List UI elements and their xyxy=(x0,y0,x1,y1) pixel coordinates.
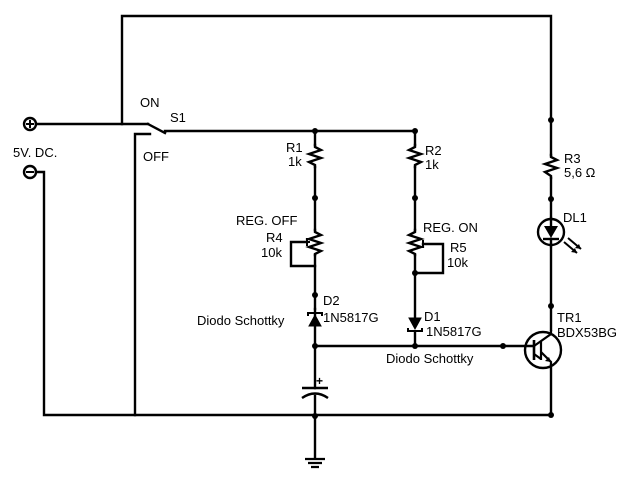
junction xyxy=(412,128,418,134)
junction xyxy=(412,343,418,349)
junction xyxy=(312,195,318,201)
junction xyxy=(548,303,554,309)
switch-lever[interactable] xyxy=(146,122,167,135)
r2-ref-label: R2 xyxy=(425,143,442,158)
r5-value-label: 10k xyxy=(447,255,468,270)
power-label: 5V. DC. xyxy=(13,145,57,160)
d1-value-label: 1N5817G xyxy=(426,324,482,339)
d2-type-label: Diodo Schottky xyxy=(197,313,285,328)
r5-label: REG. ON xyxy=(423,220,478,235)
r4-value-label: 10k xyxy=(261,245,282,260)
switch-s1[interactable] xyxy=(146,122,167,135)
wire-top-loop xyxy=(120,14,553,157)
switch-off-label: OFF xyxy=(143,149,169,164)
r3-ref-label: R3 xyxy=(564,151,581,166)
r1-ref-label: R1 xyxy=(286,140,303,155)
power-negative-terminal xyxy=(22,164,38,180)
r4-label: REG. OFF xyxy=(236,213,297,228)
junction xyxy=(412,270,418,276)
junction xyxy=(548,196,554,202)
wire-r4-wiper xyxy=(289,240,317,268)
wire-negative-return xyxy=(34,170,553,417)
d1-ref-label: D1 xyxy=(424,309,441,324)
electrolytic-capacitor xyxy=(301,386,329,400)
dl1-ref-label: DL1 xyxy=(563,210,587,225)
tr1-value-label: BDX53BG xyxy=(557,325,617,340)
potentiometer-r4 xyxy=(305,228,325,257)
r2-value-label: 1k xyxy=(425,157,439,172)
wire-off-contact xyxy=(133,132,152,417)
junction xyxy=(412,195,418,201)
led-dl1 xyxy=(536,216,582,254)
capacitor-polarity-label: + xyxy=(316,374,323,388)
resistor-r1 xyxy=(305,143,325,169)
d2-value-label: 1N5817G xyxy=(323,310,379,325)
wire-r5-wiper xyxy=(413,242,445,275)
wires xyxy=(34,14,553,460)
r4-wiper-arrow xyxy=(306,238,310,246)
resistor-r2 xyxy=(405,143,425,169)
power-positive-terminal xyxy=(22,116,38,132)
junction xyxy=(312,413,318,419)
junction xyxy=(312,343,318,349)
r5-ref-label: R5 xyxy=(450,240,467,255)
junctions xyxy=(312,117,554,419)
r1-value-label: 1k xyxy=(288,154,302,169)
d1-type-label: Diodo Schottky xyxy=(386,351,474,366)
r4-ref-label: R4 xyxy=(266,230,283,245)
junction xyxy=(312,128,318,134)
junction xyxy=(500,343,506,349)
r3-value-label: 5,6 Ω xyxy=(564,165,596,180)
junction xyxy=(548,412,554,418)
switch-on-label: ON xyxy=(140,95,160,110)
junction xyxy=(548,117,554,123)
d2-ref-label: D2 xyxy=(323,293,340,308)
tr1-ref-label: TR1 xyxy=(557,310,582,325)
schottky-diode-d2 xyxy=(307,307,323,327)
potentiometer-r5 xyxy=(405,228,425,257)
ground-icon xyxy=(305,457,325,469)
schottky-diode-d1 xyxy=(407,317,423,332)
switch-ref-label: S1 xyxy=(170,110,186,125)
transistor-tr1 xyxy=(523,330,563,370)
junction xyxy=(312,292,318,298)
resistor-r3 xyxy=(541,153,561,180)
